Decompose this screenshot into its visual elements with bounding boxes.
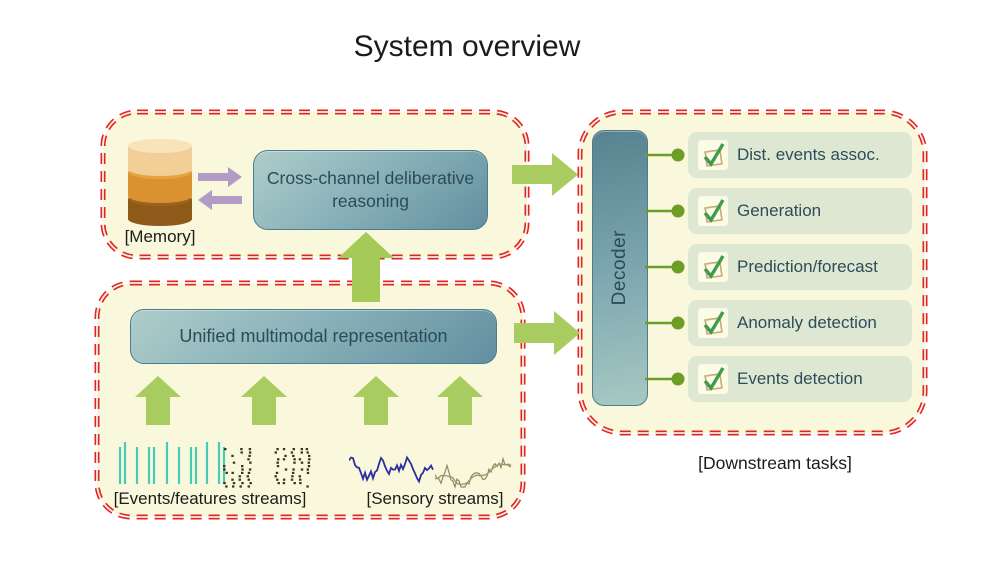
green-arrow-up-icon bbox=[437, 376, 483, 425]
task-label: Events detection bbox=[737, 369, 863, 388]
task-label: Prediction/forecast bbox=[737, 257, 878, 276]
checkbox-checked-icon bbox=[698, 196, 728, 226]
checkbox-checked-icon bbox=[698, 308, 728, 338]
connector-dot bbox=[671, 260, 685, 274]
arrow-right-icon bbox=[198, 167, 242, 187]
connector-dot bbox=[671, 316, 685, 330]
connector-dot bbox=[671, 372, 685, 386]
checkbox-checked-icon bbox=[698, 140, 728, 170]
representation-box-label: Unified multimodal representation bbox=[179, 325, 448, 346]
task-row-generation: Generation bbox=[688, 188, 912, 234]
memory-label: [Memory] bbox=[124, 227, 196, 246]
sensory-streams-label: [Sensory streams] bbox=[366, 489, 504, 508]
green-arrow-right-top-icon bbox=[512, 153, 578, 196]
events-streams-label: [Events/features streams] bbox=[113, 489, 307, 508]
task-label: Anomaly detection bbox=[737, 313, 877, 332]
purple-exchange-arrows-icon bbox=[198, 167, 242, 210]
checkbox-checked-icon bbox=[698, 252, 728, 282]
green-arrow-up-icon bbox=[135, 376, 181, 425]
task-row-anomaly-detection: Anomaly detection bbox=[688, 300, 912, 346]
page-title: System overview bbox=[353, 30, 581, 63]
arrow-left-icon bbox=[198, 190, 242, 210]
green-arrow-right-bottom-icon bbox=[514, 311, 580, 355]
waveform-olive-icon bbox=[435, 456, 512, 490]
decoder-box: Decoder bbox=[592, 130, 648, 406]
raster-dots-icon bbox=[223, 448, 311, 488]
representation-box: Unified multimodal representation bbox=[130, 309, 497, 364]
connector-dot bbox=[671, 148, 685, 162]
reasoning-box: Cross-channel deliberative reasoning bbox=[253, 150, 488, 230]
checkbox-checked-icon bbox=[698, 364, 728, 394]
decoder-task-connectors bbox=[645, 148, 685, 386]
waveform-blue-icon bbox=[349, 455, 434, 484]
task-row-dist-events-assoc: Dist. events assoc. bbox=[688, 132, 912, 178]
green-arrow-up-icon bbox=[353, 376, 399, 425]
task-label: Generation bbox=[737, 201, 822, 220]
green-arrow-up-icon bbox=[241, 376, 287, 425]
green-arrow-up-big-icon bbox=[338, 232, 394, 302]
connector-dot bbox=[671, 204, 685, 218]
task-row-events-detection: Events detection bbox=[688, 356, 912, 402]
task-row-prediction-forecast: Prediction/forecast bbox=[688, 244, 912, 290]
task-label: Dist. events assoc. bbox=[737, 145, 880, 164]
decoder-label: Decoder bbox=[609, 230, 631, 306]
reasoning-box-label: Cross-channel deliberative reasoning bbox=[266, 167, 475, 211]
downstream-tasks-label: [Downstream tasks] bbox=[698, 453, 852, 473]
database-cylinder-icon bbox=[128, 139, 192, 226]
spike-train-icon bbox=[118, 442, 226, 484]
